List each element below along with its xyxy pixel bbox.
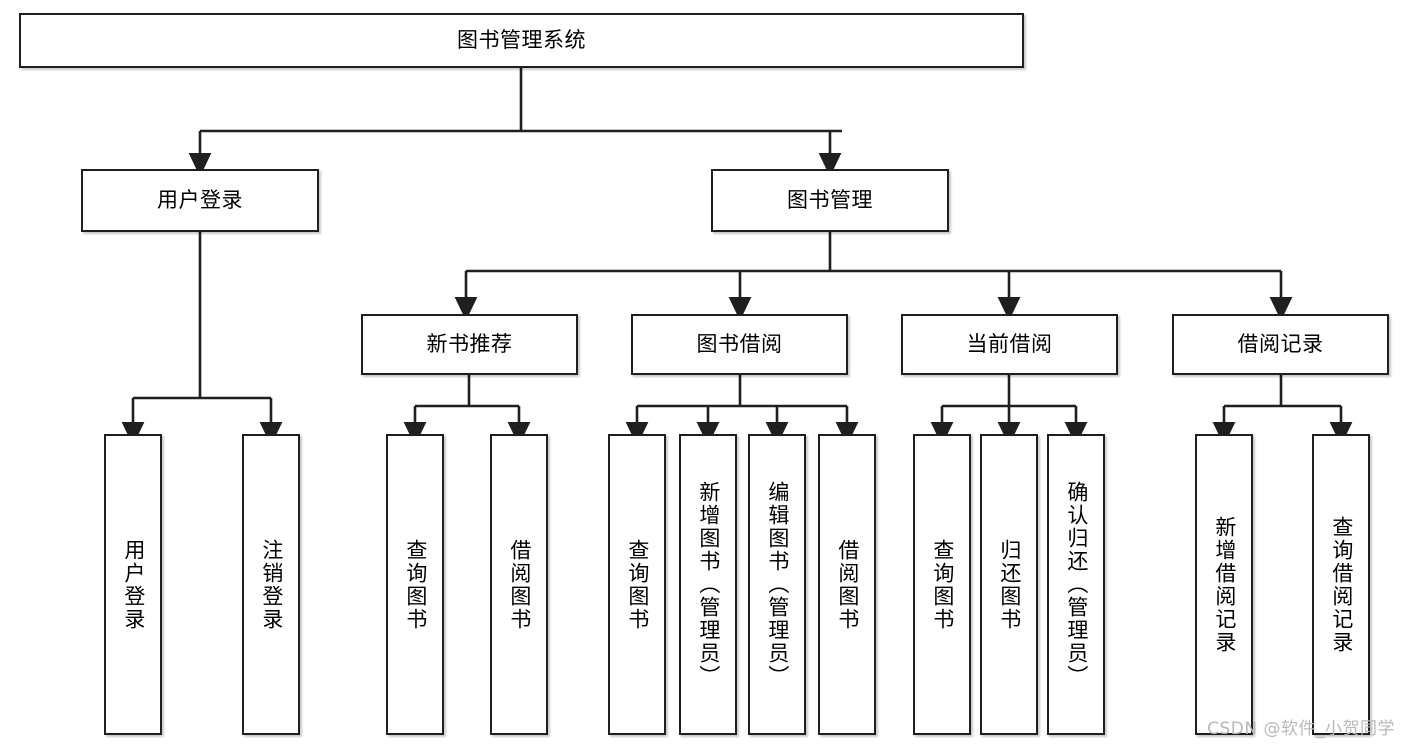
- node-leaf-add-book[interactable]: 新增图书（管理员）: [679, 434, 737, 735]
- node-borrow-record[interactable]: 借阅记录: [1172, 314, 1389, 375]
- node-leaf-edit-book[interactable]: 编辑图书（管理员）: [748, 434, 806, 735]
- node-label: 注销登录: [259, 538, 284, 631]
- node-book-borrow[interactable]: 图书借阅: [631, 314, 848, 375]
- node-leaf-confirm-return[interactable]: 确认归还（管理员）: [1047, 434, 1105, 735]
- node-leaf-user-login[interactable]: 用户登录: [104, 434, 162, 735]
- node-book-management[interactable]: 图书管理: [711, 169, 949, 232]
- node-label: 查询图书: [930, 538, 955, 631]
- node-leaf-query-borrow-record[interactable]: 查询借阅记录: [1312, 434, 1370, 735]
- node-label: 用户登录: [157, 187, 243, 212]
- node-label: 新增借阅记录: [1212, 515, 1237, 654]
- node-label: 查询图书: [625, 538, 650, 631]
- node-label: 查询借阅记录: [1329, 515, 1354, 654]
- node-leaf-query-book-current[interactable]: 查询图书: [913, 434, 971, 735]
- node-leaf-return-book[interactable]: 归还图书: [980, 434, 1038, 735]
- node-label: 借阅图书: [507, 538, 532, 631]
- node-label: 新增图书（管理员）: [696, 481, 721, 688]
- node-label: 确认归还（管理员）: [1064, 481, 1089, 688]
- node-leaf-query-book-recommend[interactable]: 查询图书: [386, 434, 444, 735]
- node-new-book-recommend[interactable]: 新书推荐: [361, 314, 578, 375]
- node-label: 图书管理系统: [457, 27, 586, 52]
- node-leaf-query-book-borrow[interactable]: 查询图书: [608, 434, 666, 735]
- node-label: 借阅记录: [1237, 331, 1324, 356]
- node-leaf-borrow-book[interactable]: 借阅图书: [818, 434, 876, 735]
- node-label: 编辑图书（管理员）: [765, 481, 790, 688]
- node-leaf-borrow-book-recommend[interactable]: 借阅图书: [490, 434, 548, 735]
- node-label: 新书推荐: [426, 331, 513, 356]
- node-label: 归还图书: [997, 538, 1022, 631]
- node-label: 借阅图书: [835, 538, 860, 631]
- node-label: 当前借阅: [966, 331, 1053, 356]
- node-leaf-add-borrow-record[interactable]: 新增借阅记录: [1195, 434, 1253, 735]
- node-root-book-management-system[interactable]: 图书管理系统: [19, 13, 1024, 68]
- node-user-login[interactable]: 用户登录: [81, 169, 319, 232]
- node-leaf-logout-login[interactable]: 注销登录: [242, 434, 300, 735]
- node-label: 用户登录: [121, 538, 146, 631]
- node-current-borrow[interactable]: 当前借阅: [901, 314, 1118, 375]
- node-label: 图书借阅: [696, 331, 783, 356]
- node-label: 查询图书: [403, 538, 428, 631]
- node-label: 图书管理: [787, 187, 873, 212]
